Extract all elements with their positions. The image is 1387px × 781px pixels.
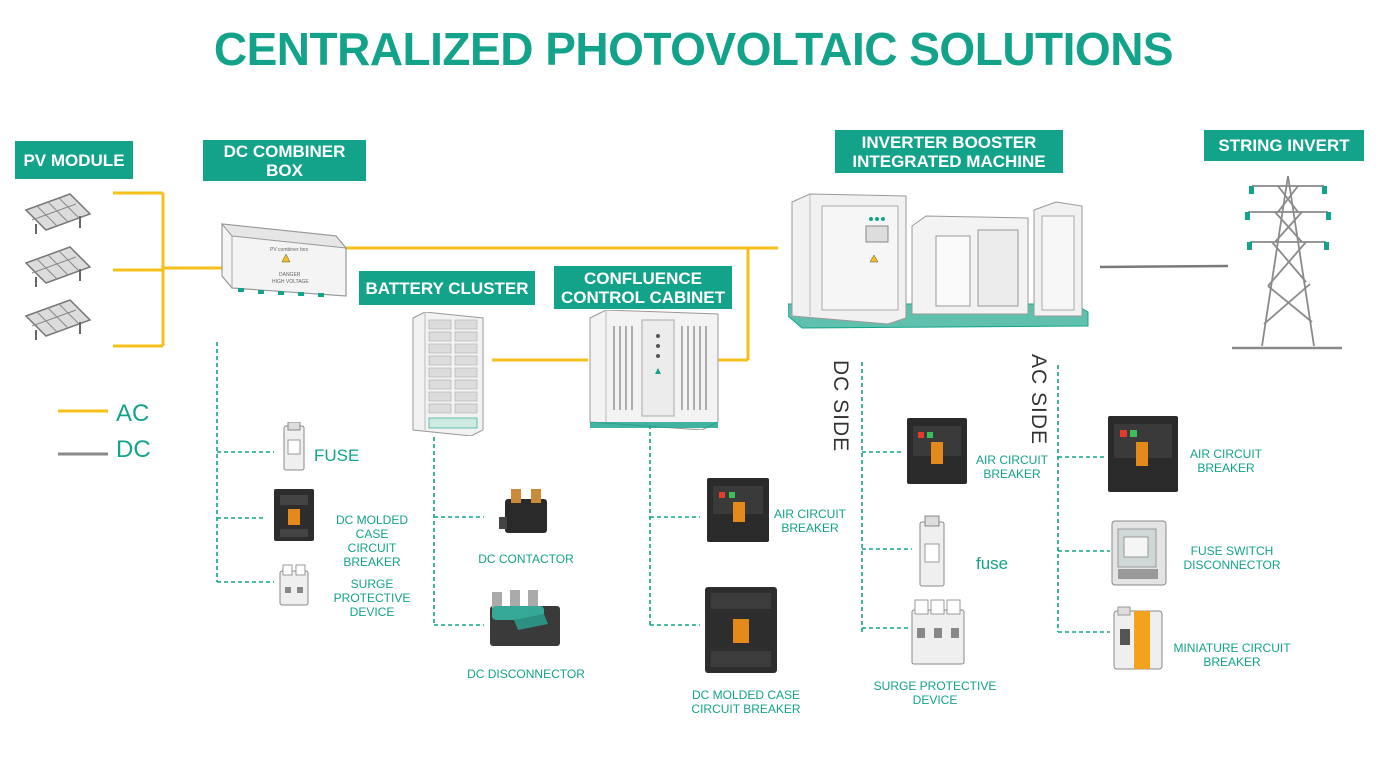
legend-ac-label: AC bbox=[116, 400, 150, 427]
surge-protective-device-2-label: SURGE PROTECTIVE DEVICE bbox=[870, 679, 1000, 707]
combiner-box-icon bbox=[220, 223, 348, 297]
label-line: DEVICE bbox=[912, 693, 958, 707]
dc-mccb-icon bbox=[274, 489, 314, 541]
battery-cluster-icon bbox=[412, 312, 484, 436]
header-label: INTEGRATED MACHINE bbox=[852, 151, 1046, 171]
inverter-booster-icon bbox=[788, 193, 1089, 329]
page-title: CENTRALIZED PHOTOVOLTAIC SOLUTIONS bbox=[213, 23, 1174, 75]
label-line: DEVICE bbox=[349, 605, 395, 619]
header-label: BATTERY CLUSTER bbox=[365, 278, 529, 298]
combiner-box-warning: DANGER bbox=[279, 272, 301, 278]
dc-mccb-2-label: DC MOLDED CASE CIRCUIT BREAKER bbox=[683, 688, 809, 716]
miniature-circuit-breaker-icon bbox=[1113, 606, 1163, 670]
fuse-2-icon bbox=[919, 515, 945, 587]
dc-combiner-header: DC COMBINER BOX bbox=[203, 140, 366, 181]
fuse-label: FUSE bbox=[314, 446, 360, 465]
label-line: DISCONNECTOR bbox=[1183, 558, 1281, 572]
label-line: BREAKER bbox=[1197, 461, 1255, 475]
legend-swatches bbox=[58, 409, 108, 456]
dc-side-label: DC SIDE bbox=[829, 360, 852, 453]
header-label: PV MODULE bbox=[23, 150, 125, 170]
header-label: CONTROL CABINET bbox=[560, 287, 725, 307]
air-circuit-breaker-icon bbox=[707, 478, 769, 542]
label-line: BREAKER bbox=[983, 467, 1041, 481]
surge-protective-device-label: SURGE PROTECTIVE DEVICE bbox=[313, 577, 431, 619]
fuse-icon bbox=[283, 422, 305, 471]
inverter-header: INVERTER BOOSTER INTEGRATED MACHINE bbox=[835, 130, 1063, 173]
label-line: SURGE PROTECTIVE bbox=[333, 577, 411, 605]
air-circuit-breaker-label: AIR CIRCUIT BREAKER bbox=[770, 507, 850, 535]
pv-panels bbox=[24, 193, 92, 340]
fuse-2-label: fuse bbox=[976, 554, 1009, 573]
confluence-cabinet-icon bbox=[589, 310, 719, 430]
header-label: DC COMBINER bbox=[223, 141, 346, 161]
miniature-circuit-breaker-label: MINIATURE CIRCUIT BREAKER bbox=[1170, 641, 1294, 669]
string-invert-header: STRING INVERT bbox=[1204, 130, 1364, 161]
header-label: STRING INVERT bbox=[1218, 136, 1350, 155]
label-line: CIRCUIT BREAKER bbox=[343, 541, 401, 569]
label-line: BREAKER bbox=[1203, 655, 1261, 669]
label-line: MINIATURE CIRCUIT bbox=[1173, 641, 1291, 655]
label-line: AIR CIRCUIT bbox=[774, 507, 846, 521]
label-line: AIR CIRCUIT bbox=[1190, 447, 1262, 461]
ac-side-label: AC SIDE bbox=[1027, 354, 1050, 446]
header-label: INVERTER BOOSTER bbox=[861, 132, 1037, 152]
label-line: DC MOLDED CASE bbox=[691, 688, 801, 702]
pv-panel-icon bbox=[24, 193, 92, 234]
dc-disconnector-icon bbox=[490, 590, 560, 646]
surge-protective-device-2-icon bbox=[911, 599, 965, 665]
dc-contactor-icon bbox=[499, 489, 547, 533]
legend-dc-label: DC bbox=[116, 436, 151, 463]
combiner-box-warning-2: HIGH VOLTAGE bbox=[272, 279, 309, 285]
dc-disconnector-label: DC DISCONNECTOR bbox=[467, 667, 585, 681]
label-line: CIRCUIT BREAKER bbox=[691, 702, 801, 716]
dc-lines bbox=[1099, 264, 1229, 269]
air-circuit-breaker-3-icon bbox=[1108, 416, 1178, 492]
dc-mccb-label: DC MOLDED CASE CIRCUIT BREAKER bbox=[318, 513, 426, 569]
pv-module-header: PV MODULE bbox=[15, 141, 133, 179]
battery-cluster-header: BATTERY CLUSTER bbox=[359, 271, 535, 305]
air-circuit-breaker-2-icon bbox=[907, 418, 967, 484]
pv-panel-icon bbox=[24, 246, 92, 287]
label-line: FUSE SWITCH bbox=[1190, 544, 1274, 558]
transmission-tower-icon bbox=[1232, 175, 1342, 350]
label-line: SURGE PROTECTIVE bbox=[873, 679, 997, 693]
branch-lines bbox=[216, 342, 1110, 633]
air-circuit-breaker-2-label: AIR CIRCUIT BREAKER bbox=[972, 453, 1052, 481]
dc-mccb-2-icon bbox=[705, 587, 777, 673]
dc-contactor-label: DC CONTACTOR bbox=[478, 552, 574, 566]
header-label: BOX bbox=[266, 160, 303, 180]
confluence-header: CONFLUENCE CONTROL CABINET bbox=[554, 266, 732, 309]
label-line: AIR CIRCUIT bbox=[976, 453, 1048, 467]
fuse-switch-disconnector-icon bbox=[1111, 520, 1167, 586]
pv-panel-icon bbox=[24, 299, 92, 340]
label-line: BREAKER bbox=[781, 521, 839, 535]
header-label: CONFLUENCE bbox=[583, 268, 703, 288]
label-line: DC MOLDED CASE bbox=[335, 513, 408, 541]
combiner-box-name: PV combiner box bbox=[270, 247, 309, 253]
surge-protective-device-icon bbox=[279, 564, 309, 606]
fuse-switch-disconnector-label: FUSE SWITCH DISCONNECTOR bbox=[1180, 544, 1284, 572]
ac-lines bbox=[113, 191, 778, 362]
air-circuit-breaker-3-label: AIR CIRCUIT BREAKER bbox=[1186, 447, 1266, 475]
